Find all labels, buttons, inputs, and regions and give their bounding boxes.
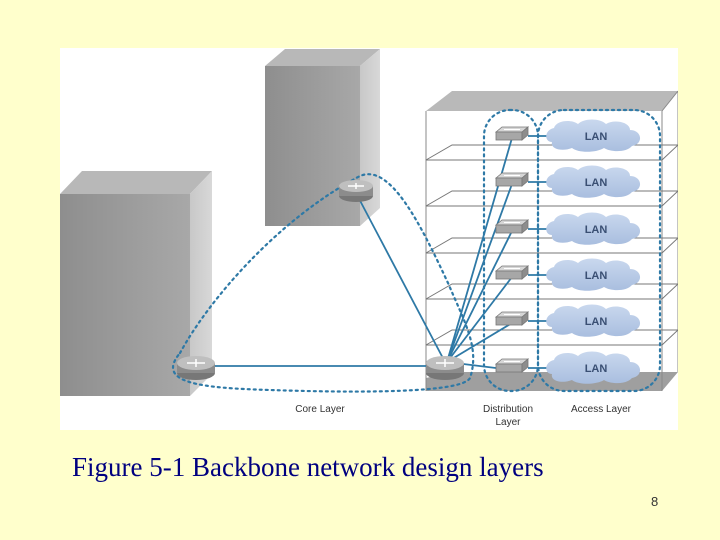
lan-cloud-icon: LAN	[546, 212, 641, 245]
network-diagram: LAN LAN LAN LAN LAN LAN Core Layer Distributi…	[60, 48, 680, 430]
switch-icon	[494, 311, 530, 326]
distribution-switches	[494, 126, 530, 373]
lan-label: LAN	[585, 177, 608, 189]
core-layer-label: Core Layer	[295, 404, 345, 415]
link-router-to-switch-4	[446, 276, 513, 363]
lan-cloud-icon: LAN	[546, 119, 641, 152]
router-right	[426, 356, 464, 380]
link-router-to-switch-3	[446, 230, 513, 363]
page-number: 8	[651, 494, 659, 509]
access-lans: LAN LAN LAN LAN LAN LAN	[546, 119, 641, 384]
distribution-layer-label-line1: Distribution	[483, 404, 533, 415]
lan-label: LAN	[585, 224, 608, 236]
core-layer-outline	[172, 173, 475, 393]
lan-cloud-icon: LAN	[546, 258, 641, 291]
switch-icon	[494, 358, 530, 373]
layer-outlines	[172, 108, 662, 393]
lan-label: LAN	[585, 270, 608, 282]
figure-caption: Figure 5-1 Backbone network design layer…	[72, 452, 544, 482]
router-center	[339, 180, 373, 202]
link-router-to-switch-2	[446, 183, 513, 363]
link-router-to-switch-5	[446, 322, 513, 363]
lan-label: LAN	[585, 316, 608, 328]
lan-cloud-icon: LAN	[546, 165, 641, 198]
lan-label: LAN	[585, 131, 608, 143]
access-layer-label: Access Layer	[571, 404, 632, 415]
switch-icon	[494, 172, 530, 187]
distribution-layer-label-line2: Layer	[495, 417, 521, 428]
lan-cloud-icon: LAN	[546, 304, 641, 337]
distribution-layer-outline	[482, 108, 540, 393]
switch-icon	[494, 219, 530, 234]
link-center-to-right-router	[355, 192, 446, 363]
switch-icon	[494, 265, 530, 280]
lan-cloud-icon: LAN	[546, 351, 641, 384]
lan-label: LAN	[585, 363, 608, 375]
left-building	[60, 171, 212, 396]
router-left	[177, 356, 215, 380]
access-layer-outline	[536, 108, 662, 393]
switch-icon	[494, 126, 530, 141]
